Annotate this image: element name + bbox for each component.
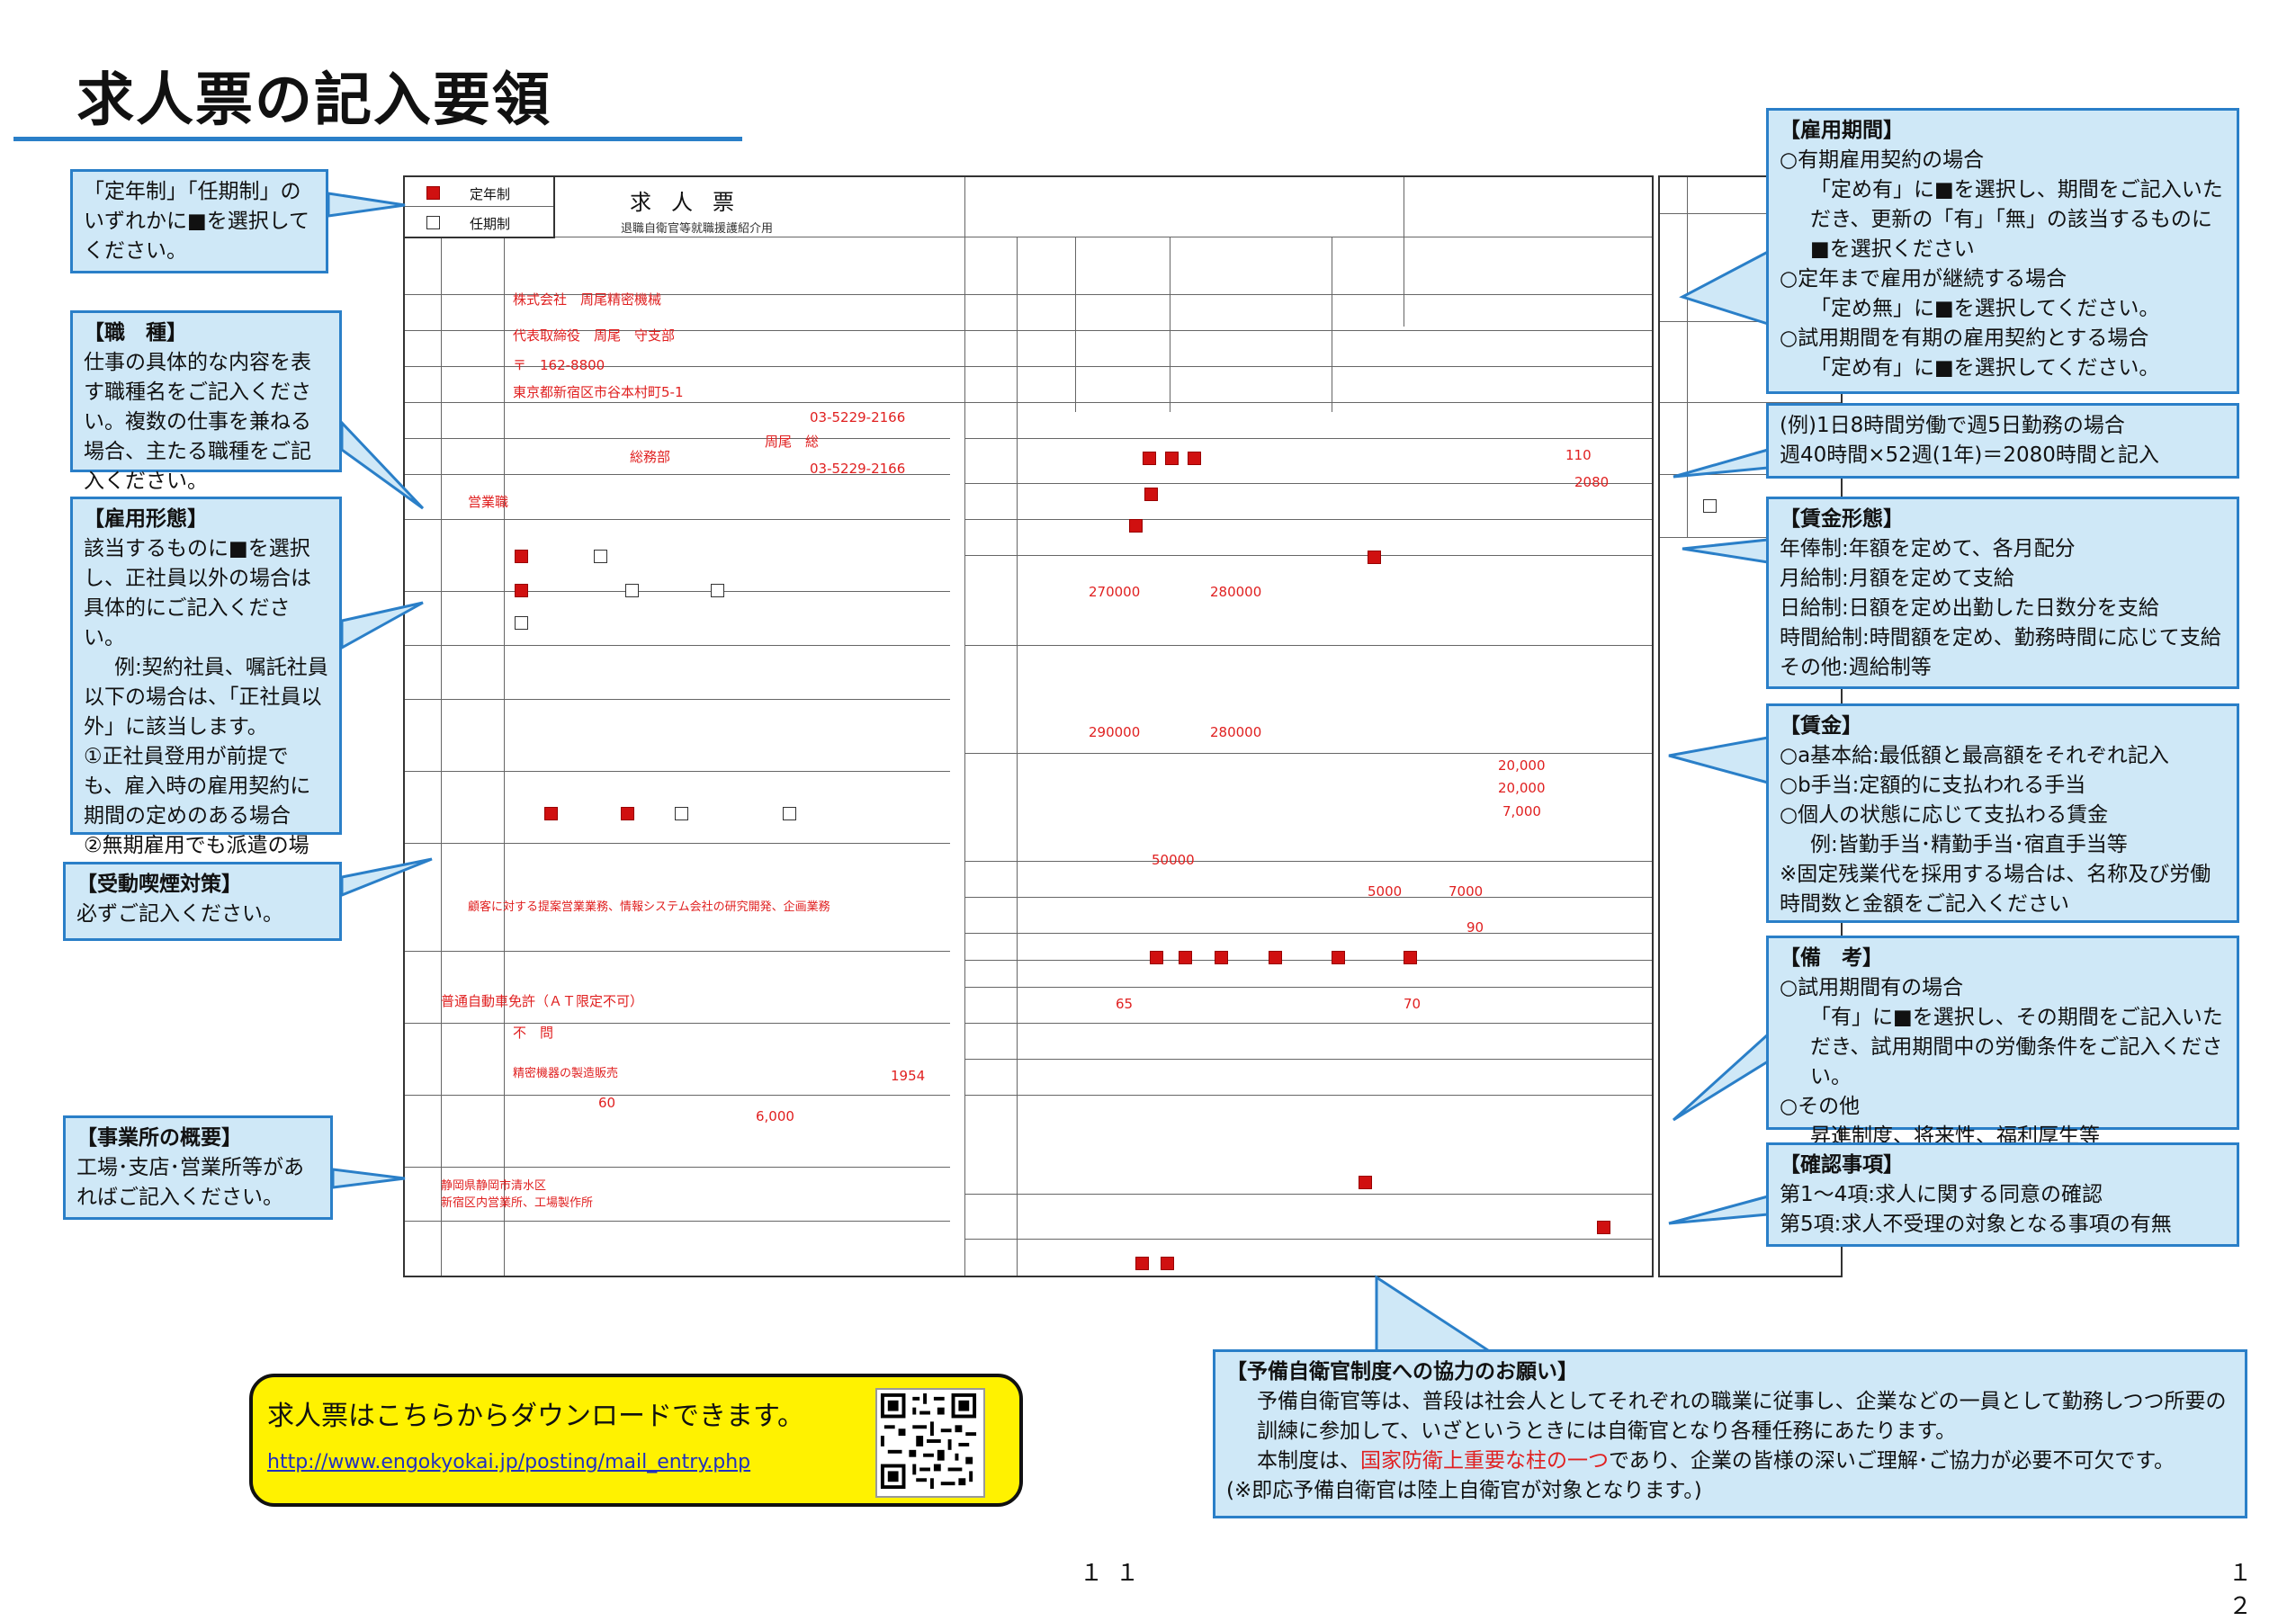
contact-dept: 総務部 [630, 449, 671, 465]
fulltime-checkbox[interactable] [515, 550, 528, 563]
callout-job-type: 【職 種】 仕事の具体的な内容を表す職種名をご記入ください。複数の仕事を兼ねる場… [70, 310, 342, 493]
address: 東京都新宿区市谷本村町5-1 [513, 384, 684, 400]
contact-person: 周尾 総 [765, 434, 820, 450]
qualification: 普通自動車免許（ＡＴ限定不可） [441, 993, 644, 1009]
continued-employment-age: 70 [1404, 996, 1422, 1012]
job-description: 顧客に対する提案営業業務、情報システム会社の研究開発、企画業務 [468, 900, 830, 914]
company-name: 株式会社 周尾精密機械 [513, 291, 662, 308]
annual-hours: 2080 [1574, 474, 1610, 490]
raise-max: 7000 [1448, 883, 1484, 900]
download-link[interactable]: http://www.engokyokai.jp/posting/mail_en… [267, 1451, 751, 1473]
allowance-2: 20,000 [1498, 780, 1546, 796]
tel: 03-5229-2166 [810, 409, 906, 425]
insurance-checkbox-2[interactable] [1179, 951, 1192, 964]
representative: 代表取締役 周尾 守支部 [513, 327, 676, 344]
smoking-checkbox[interactable] [544, 807, 558, 820]
reserve-checkbox[interactable] [1135, 1257, 1149, 1270]
page-number-left: １１ [1080, 1560, 1152, 1587]
allowance-1: 20,000 [1498, 757, 1546, 774]
pay-day-checkbox[interactable] [1368, 551, 1381, 564]
allowance-3: 7,000 [1502, 803, 1541, 819]
raise-min: 5000 [1368, 883, 1403, 900]
smoking-checkbox-2[interactable] [621, 807, 634, 820]
education: 不 問 [513, 1025, 554, 1041]
insurance-checkbox-5[interactable] [1332, 951, 1345, 964]
employment-checkbox-3[interactable] [711, 584, 724, 597]
capital: 6,000 [756, 1108, 794, 1124]
insurance-checkbox-4[interactable] [1269, 951, 1282, 964]
title-underline [13, 137, 742, 141]
nonfulltime-checkbox[interactable] [594, 550, 607, 563]
teinen-checkbox[interactable] [426, 186, 440, 200]
callout-reserve-sdf: 【予備自衛官制度への協力のお願い】 予備自衛官等は、普段は社会人としてそれぞれの… [1213, 1349, 2247, 1518]
form-subtitle: 退職自衛官等就職援護紹介用 [621, 222, 774, 236]
download-box: 求人票はこちらからダウンロードできます。 http://www.engokyok… [249, 1374, 1023, 1507]
job-form-sheet: 求人票 退職自衛官等就職援護紹介用 株式会社 周尾精密機械 代表取締役 周尾 守… [403, 175, 1654, 1277]
callout-wage-type: 【賃金形態】 年俸制:年額を定めて、各月配分 月給制:月額を定めて支給 日給制:… [1766, 497, 2239, 689]
job-type: 営業職 [468, 494, 509, 510]
callout-teinen: 「定年制」「任期制」のいずれかに■を選択してください。 [70, 169, 328, 273]
dispatch-checkbox[interactable] [515, 616, 528, 630]
agreement-checkbox[interactable] [1359, 1176, 1372, 1189]
insurance-checkbox-3[interactable] [1215, 951, 1228, 964]
callout-working-hours: (例)1日8時間労働で週5日勤務の場合 週40時間×52週(1年)＝2080時間… [1766, 403, 2239, 479]
smoking-checkbox-4[interactable] [783, 807, 796, 820]
postal-code: 〒 162-8800 [513, 357, 605, 373]
callout-office: 【事業所の概要】 工場･支店･営業所等があればご記入ください。 [63, 1115, 333, 1220]
tel-2: 03-5229-2166 [810, 461, 906, 477]
insurance-checkbox-6[interactable] [1404, 951, 1417, 964]
employment-checkbox-2[interactable] [625, 584, 639, 597]
holiday-checkbox-3[interactable] [1188, 452, 1201, 465]
employee-count: 60 [598, 1095, 616, 1111]
reserve-checkbox-2[interactable] [1161, 1257, 1174, 1270]
page-title: 求人票の記入要領 [76, 67, 552, 134]
overtime-hours: 110 [1565, 447, 1592, 463]
callout-wage: 【賃金】 ○a基本給:最低額と最高額をそれぞれ記入 ○b手当:定額的に支払われる… [1766, 703, 2239, 923]
ninki-label: 任期制 [470, 216, 511, 232]
ninki-checkbox[interactable] [426, 216, 440, 229]
callout-remarks: 【備 考】 ○試用期間有の場合 「有」に■を選択し、その期間をご記入いただき、試… [1766, 936, 2239, 1148]
system-select-box: 定年制 任期制 [403, 175, 555, 238]
download-text: 求人票はこちらからダウンロードできます。 [267, 1401, 804, 1432]
base-pay-min: 270000 [1089, 584, 1141, 600]
teinen-label: 定年制 [470, 186, 511, 202]
ab-total-min: 290000 [1089, 724, 1141, 740]
qr-code-icon[interactable] [875, 1388, 985, 1498]
insurance-checkbox[interactable] [1150, 951, 1163, 964]
weekly-holiday-checkbox[interactable] [1144, 488, 1158, 501]
established-year: 1954 [891, 1068, 926, 1084]
ab-total-max: 280000 [1210, 724, 1262, 740]
holiday-checkbox[interactable] [1143, 452, 1156, 465]
commute-allowance: 50000 [1152, 852, 1195, 868]
callout-confirmation: 【確認事項】 第1～4項:求人に関する同意の確認 第5項:求人不受理の対象となる… [1766, 1142, 2239, 1247]
agreement-checkbox-2[interactable] [1597, 1221, 1610, 1234]
holiday-checkbox-2[interactable] [1165, 452, 1179, 465]
form-title: 求人票 [630, 190, 754, 215]
office-overview: 静岡県静岡市清水区 新宿区内営業所、工場製作所 [441, 1179, 594, 1210]
base-pay-max: 280000 [1210, 584, 1262, 600]
page-number-right: １２ [2229, 1560, 2265, 1620]
bonus: 90 [1466, 919, 1484, 936]
business-content: 精密機器の製造販売 [513, 1067, 619, 1080]
callout-employment-period: 【雇用期間】 ○有期雇用契約の場合 「定め有」に■を選択し、期間をご記入いただき… [1766, 108, 2239, 394]
callout-smoking: 【受動喫煙対策】 必ずご記入ください。 [63, 862, 342, 941]
right-checkbox[interactable] [1703, 499, 1717, 513]
employment-checkbox[interactable] [515, 584, 528, 597]
callout-employment-type: 【雇用形態】 該当するものに■を選択し、正社員以外の場合は具体的にご記入ください… [70, 497, 342, 887]
retirement-age: 65 [1116, 996, 1134, 1012]
wage-type-checkbox[interactable] [1129, 519, 1143, 533]
smoking-checkbox-3[interactable] [675, 807, 688, 820]
